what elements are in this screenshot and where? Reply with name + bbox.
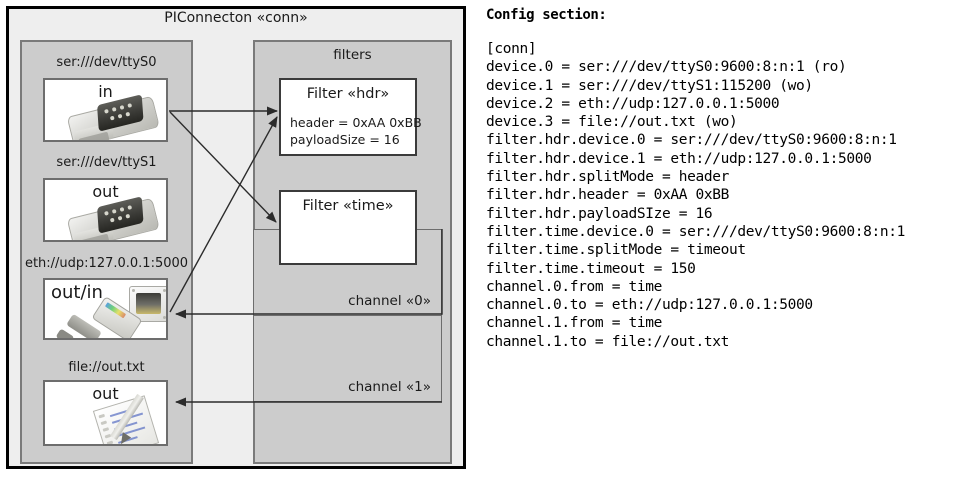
filter-time-mask-edge-right [415,229,417,265]
filter-time-mask-edge-bottom [279,263,417,265]
filters-group-title: filters [333,47,372,63]
filter-title-hdr: Filter «hdr» [306,86,390,102]
architecture-diagram: PIConnecton «conn» ser:///dev/ttyS0 in s… [6,6,466,469]
filter-props-hdr: header = 0xAA 0xBB payloadSize = 16 [290,114,422,148]
filter-time-mask-edge-left [279,229,281,265]
filter-prop: header = 0xAA 0xBB [290,115,422,130]
device-caption-ser1: ser:///dev/ttyS1 [56,155,157,170]
filter-time-mask [281,229,415,265]
device-card-ser1[interactable]: out [43,178,168,242]
device-card-ser0[interactable]: in [43,78,168,142]
filter-title-time: Filter «time» [302,198,394,214]
filter-card-hdr[interactable]: Filter «hdr» header = 0xAA 0xBB payloadS… [279,78,422,156]
network-plug-icon [45,280,166,338]
device-caption-eth: eth://udp:127.0.0.1:5000 [24,256,189,271]
config-heading: Config section: [486,7,607,23]
device-caption-ser0: ser:///dev/ttyS0 [56,55,157,70]
device-caption-file: file://out.txt [68,360,145,375]
channel-label-0: channel «0» [348,293,431,309]
device-card-file[interactable]: out [43,380,168,446]
device-label-file: out [92,384,119,403]
channel-label-1: channel «1» [348,379,431,395]
device-label-ser0: in [98,82,113,101]
config-text: [conn] device.0 = ser:///dev/ttyS0:9600:… [486,41,905,350]
device-label-ser1: out [92,182,119,201]
filter-prop: payloadSize = 16 [290,132,400,147]
channel-box-1[interactable]: channel «1» [253,315,442,402]
config-panel: Config section: [conn] device.0 = ser://… [482,0,964,484]
device-label-eth: out/in [51,282,103,303]
page-title: PIConnecton «conn» [164,10,308,26]
device-card-eth[interactable]: out/in [43,278,168,340]
